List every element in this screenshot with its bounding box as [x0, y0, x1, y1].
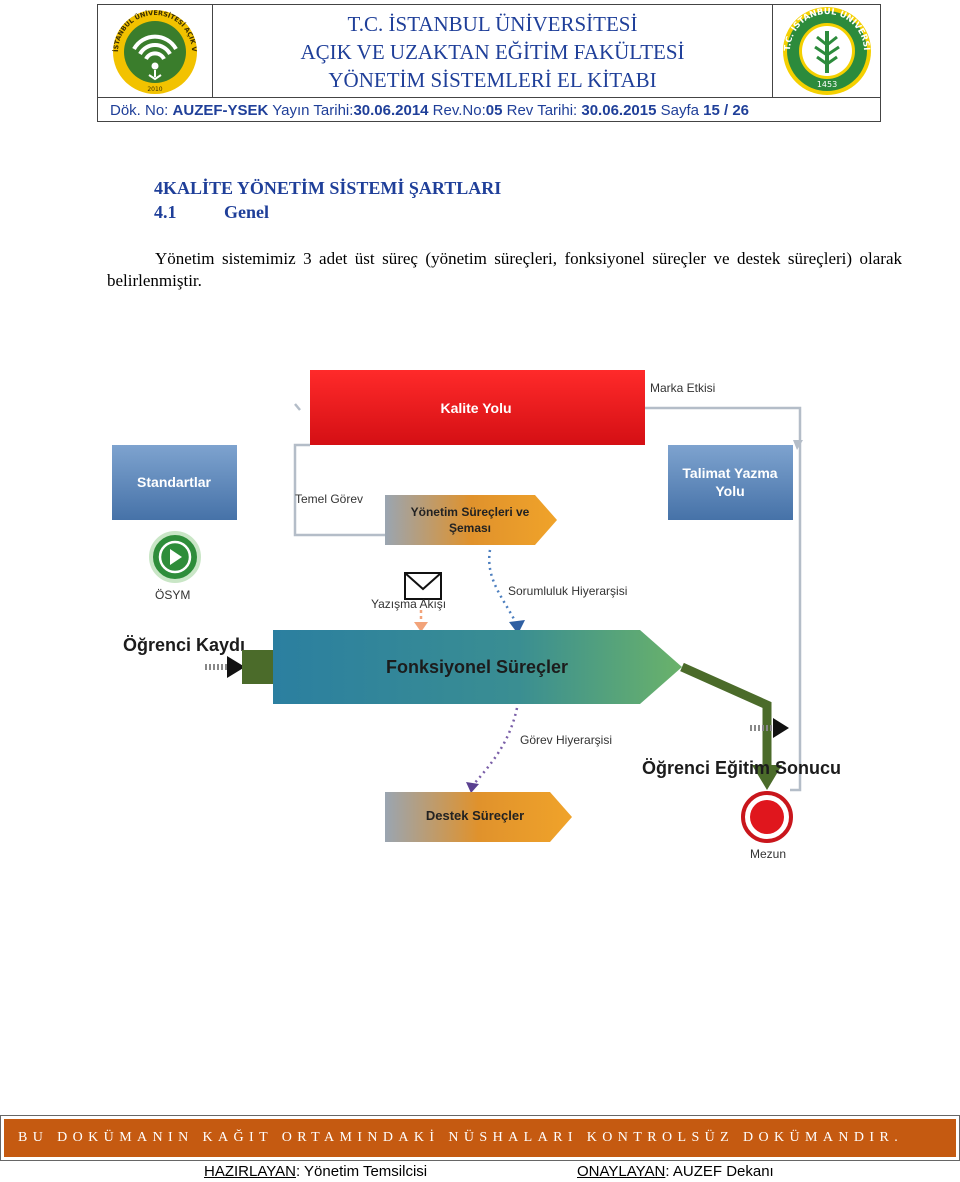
kalite-yolu-label: Kalite Yolu	[440, 400, 511, 416]
rev-no-value: 05	[485, 102, 503, 119]
page-number: 15 / 26	[703, 102, 750, 119]
fonksiyonel-surecler-shape	[273, 630, 682, 704]
yonetim-line1: Yönetim Süreçleri ve	[411, 505, 530, 519]
page-label: Sayfa	[656, 102, 704, 119]
mezun-label: Mezun	[750, 847, 786, 861]
standartlar-box	[112, 445, 237, 520]
talimat-yazma-box	[668, 445, 793, 520]
approved-by-label: ONAYLAYAN	[577, 1163, 666, 1180]
header-titles: T.C. İSTANBUL ÜNİVERSİTESİ AÇIK VE UZAKT…	[213, 5, 772, 97]
document-meta: Dök. No: AUZEF-YSEK Yayın Tarihi:30.06.2…	[98, 97, 880, 123]
subsection-name: Genel	[224, 202, 269, 222]
publish-date-value: 30.06.2014	[353, 102, 429, 119]
yonetim-line2: Şeması	[449, 521, 491, 535]
kalite-yolu-box	[310, 370, 645, 445]
rev-no-label: Rev.No:	[428, 102, 486, 119]
talimat-line1: Talimat Yazma	[682, 465, 777, 481]
ogrenci-kaydi-label: Öğrenci Kaydı	[123, 635, 245, 655]
document-header: İSTANBUL ÜNİVERSİTESİ AÇIK VE UZAKTAN EĞ…	[95, 0, 881, 123]
yazisma-akisi-label: Yazışma Akışı	[371, 597, 446, 611]
osym-label: ÖSYM	[155, 588, 190, 602]
header-title-faculty: AÇIK VE UZAKTAN EĞİTİM FAKÜLTESİ	[300, 40, 685, 64]
body-paragraph: Yönetim sistemimiz 3 adet üst süreç (yön…	[107, 249, 902, 290]
subsection-title: 4.1 Genel	[154, 202, 269, 223]
svg-text:2010: 2010	[147, 86, 162, 93]
destek-surecler-shape	[385, 792, 572, 842]
marka-etkisi-label: Marka Etkisi	[650, 381, 715, 395]
fonksiyonel-label: Fonksiyonel Süreçler	[386, 657, 568, 677]
section-title: 4KALİTE YÖNETİM SİSTEMİ ŞARTLARI	[154, 178, 502, 198]
uncontrolled-copy-banner: BU DOKÜMANIN KAĞIT ORTAMINDAKİ NÜSHALARI…	[0, 1115, 960, 1161]
publish-date-label: Yayın Tarihi:	[268, 102, 354, 119]
svg-text:1453: 1453	[817, 80, 837, 89]
approved-by-value: : AUZEF Dekanı	[665, 1163, 774, 1180]
talimat-line2: Yolu	[715, 483, 744, 499]
temel-gorev-label: Temel Görev	[295, 492, 363, 506]
istanbul-university-seal: T.C. İSTANBUL ÜNİVERSİTESİ 1453	[770, 0, 880, 97]
standartlar-label: Standartlar	[137, 474, 211, 490]
exit-connector	[680, 662, 772, 770]
destek-label: Destek Süreçler	[426, 808, 524, 823]
prepared-by: HAZIRLAYAN: Yönetim Temsilcisi	[204, 1163, 427, 1180]
auzef-logo: İSTANBUL ÜNİVERSİTESİ AÇIK VE UZAKTAN EĞ…	[95, 0, 213, 97]
rev-date-label: Rev Tarihi:	[502, 102, 582, 119]
process-diagram: Kalite Yolu Marka Etkisi Standartlar Tal…	[112, 370, 841, 861]
entry-connector	[242, 650, 278, 684]
egitim-sonucu-label: Öğrenci Eğitim Sonucu	[642, 758, 841, 778]
doc-no-value: AUZEF-YSEK	[172, 102, 269, 119]
header-title-handbook: YÖNETİM SİSTEMLERİ EL KİTABI	[328, 68, 657, 92]
prepared-by-value: : Yönetim Temsilcisi	[295, 1163, 428, 1180]
yonetim-surecleri-shape	[385, 495, 557, 545]
rev-date-value: 30.06.2015	[581, 102, 657, 119]
gorev-hiyerarsisi-label: Görev Hiyerarşisi	[520, 733, 612, 747]
banner-text: BU DOKÜMANIN KAĞIT ORTAMINDAKİ NÜSHALARI…	[4, 1119, 956, 1157]
approved-by: ONAYLAYAN: AUZEF Dekanı	[577, 1163, 774, 1180]
subsection-number: 4.1	[154, 202, 177, 222]
prepared-by-label: HAZIRLAYAN	[204, 1163, 296, 1180]
doc-no-label: Dök. No:	[110, 102, 173, 119]
header-title-university: T.C. İSTANBUL ÜNİVERSİTESİ	[347, 12, 638, 36]
sorumluluk-label: Sorumluluk Hiyerarşisi	[508, 584, 627, 598]
